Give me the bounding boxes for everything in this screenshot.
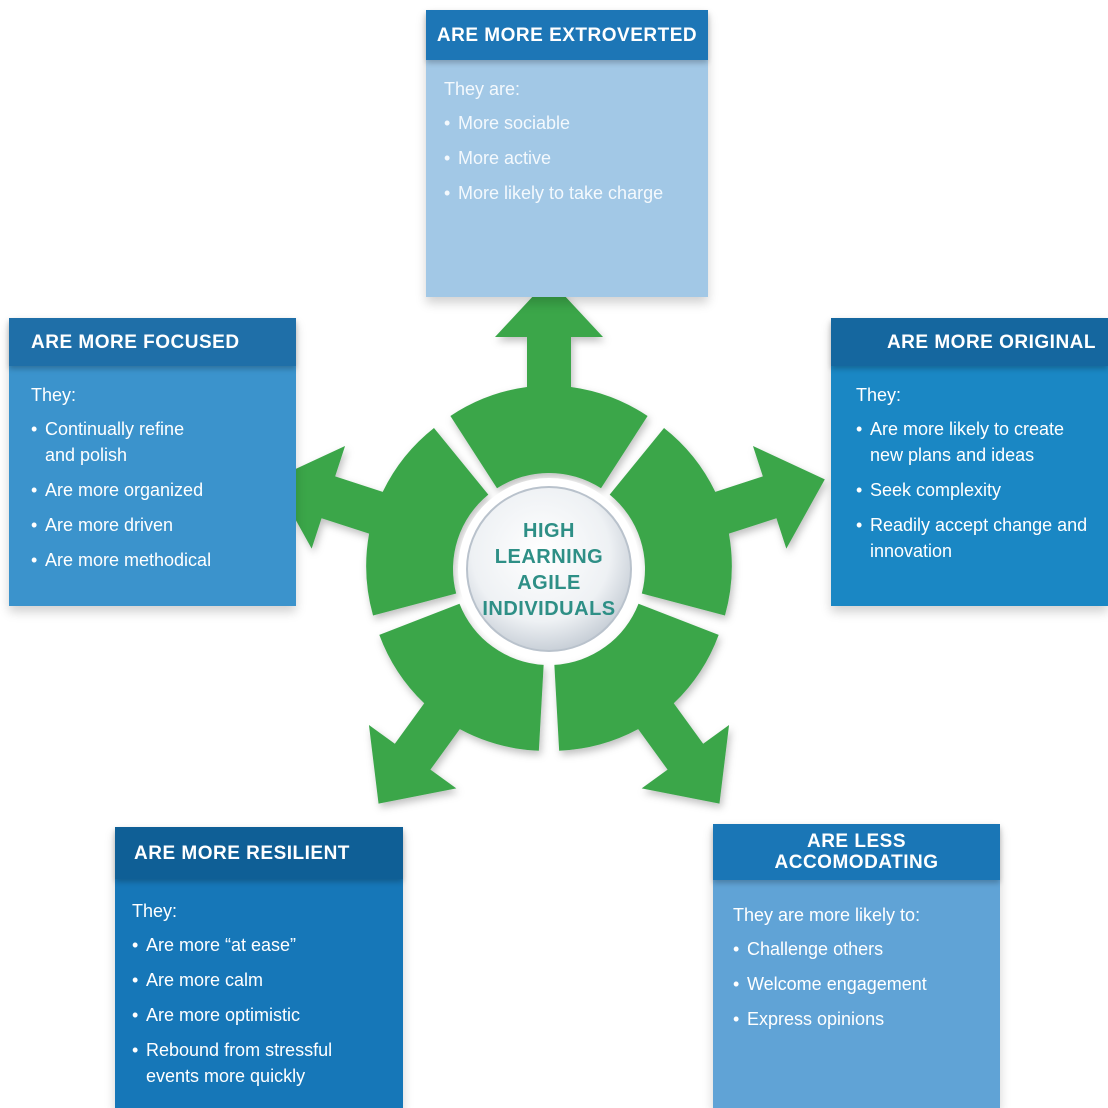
card-focused-list: •Continually refine and polish •Are more… (31, 416, 296, 573)
card-original-title: ARE MORE ORIGINAL (831, 318, 1108, 366)
list-item: •Seek complexity (856, 480, 1002, 500)
card-accomodating-title-line-1: ARE LESS (806, 831, 907, 852)
list-item: •More active (444, 148, 552, 168)
card-accomodating-intro: They are more likely to: (733, 905, 921, 925)
list-item: •Challenge others (733, 939, 884, 959)
card-extroverted-list: •More sociable •More active •More likely… (444, 110, 708, 206)
card-accomodating-title-line-2: ACCOMODATING (774, 852, 939, 873)
list-item: •More sociable (444, 113, 571, 133)
hub-line-3: AGILE (517, 572, 581, 594)
card-original-list: •Are more likely to create new plans and… (856, 416, 1108, 564)
arrow-segment-top (450, 279, 648, 489)
list-item: •Are more optimistic (132, 1005, 301, 1025)
hub-line-2: LEARNING (494, 546, 604, 568)
card-extroverted: ARE MORE EXTROVERTED They are: •More soc… (426, 10, 708, 297)
arrow-segment-left (273, 427, 489, 616)
arrow-segment-bottom-left (368, 603, 544, 804)
card-accomodating-title: ARE LESS ACCOMODATING (713, 824, 1000, 880)
list-item: •Welcome engagement (733, 974, 927, 994)
card-focused-body: They: •Continually refine and polish •Ar… (9, 384, 296, 582)
list-item: •Continually refine and polish (31, 419, 185, 465)
card-accomodating-list: •Challenge others •Welcome engagement •E… (733, 936, 1000, 1032)
card-extroverted-intro: They are: (444, 79, 521, 99)
card-focused-title: ARE MORE FOCUSED (9, 318, 296, 366)
card-extroverted-body: They are: •More sociable •More active •M… (426, 78, 708, 215)
card-accomodating: ARE LESS ACCOMODATING They are more like… (713, 824, 1000, 1108)
card-resilient-intro: They: (132, 901, 178, 921)
card-original: ARE MORE ORIGINAL They: •Are more likely… (831, 318, 1108, 606)
card-resilient: ARE MORE RESILIENT They: •Are more “at e… (115, 827, 403, 1108)
card-resilient-title: ARE MORE RESILIENT (115, 827, 403, 879)
arrow-segment-right (609, 427, 825, 616)
card-accomodating-body: They are more likely to: •Challenge othe… (713, 904, 1000, 1041)
card-resilient-body: They: •Are more “at ease” •Are more calm… (115, 900, 403, 1098)
card-focused-intro: They: (31, 385, 77, 405)
hub-sphere (466, 486, 632, 652)
hub-line-1: HIGH (523, 520, 575, 542)
hub-line-4: INDIVIDUALS (482, 598, 616, 620)
card-original-intro: They: (856, 385, 902, 405)
list-item: •Are more driven (31, 515, 174, 535)
list-item: •Are more organized (31, 480, 204, 500)
list-item: •Are more “at ease” (132, 935, 297, 955)
card-extroverted-title: ARE MORE EXTROVERTED (426, 10, 708, 60)
card-focused: ARE MORE FOCUSED They: •Continually refi… (9, 318, 296, 606)
list-item: •Rebound from stressful events more quic… (132, 1040, 333, 1086)
hub-label: HIGH LEARNING AGILE INDIVIDUALS (469, 510, 629, 630)
card-original-body: They: •Are more likely to create new pla… (831, 384, 1108, 573)
list-item: •More likely to take charge (444, 183, 664, 203)
arrow-segment-bottom-right (554, 603, 730, 804)
list-item: •Express opinions (733, 1009, 885, 1029)
list-item: •Readily accept change and innovation (856, 515, 1088, 561)
list-item: •Are more calm (132, 970, 264, 990)
list-item: •Are more likely to create new plans and… (856, 419, 1065, 465)
card-resilient-list: •Are more “at ease” •Are more calm •Are … (132, 932, 403, 1089)
list-item: •Are more methodical (31, 550, 212, 570)
